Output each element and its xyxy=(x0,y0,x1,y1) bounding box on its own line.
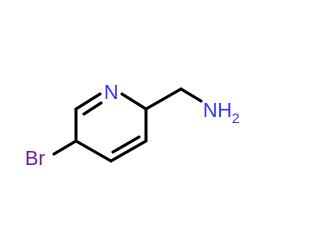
amine-nh: NH xyxy=(203,100,232,122)
ring-nitrogen-label: N xyxy=(104,82,118,104)
bond-c4-c3 xyxy=(109,139,148,163)
bond-c5-c4 xyxy=(74,139,113,163)
bond-n-c6-inner xyxy=(82,101,103,116)
bromine-label: Br xyxy=(25,148,45,170)
bond-c5-br xyxy=(52,139,78,156)
bond-n-c2 xyxy=(120,92,148,111)
bond-c4-c3-inner xyxy=(111,135,141,154)
bond-c2-ch2 xyxy=(144,87,183,111)
bond-n-c6 xyxy=(74,92,102,111)
pyridine-ring xyxy=(74,92,148,163)
molecule-diagram: N Br NH2 xyxy=(25,82,240,170)
amine-label: NH2 xyxy=(203,100,240,126)
amine-subscript: 2 xyxy=(232,110,240,126)
bond-ch2-n xyxy=(179,87,203,103)
